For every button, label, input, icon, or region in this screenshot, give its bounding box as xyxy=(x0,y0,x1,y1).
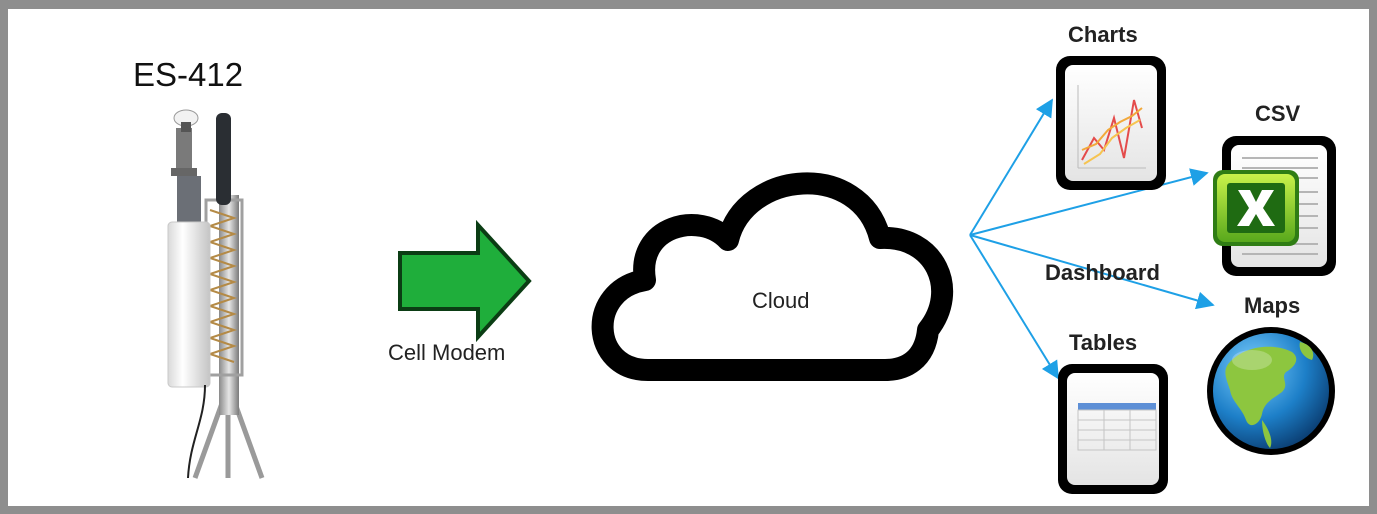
cell-modem-label: Cell Modem xyxy=(388,340,506,365)
maps-label: Maps xyxy=(1244,293,1301,318)
csv-label: CSV xyxy=(1255,101,1301,126)
connector-csv xyxy=(969,168,1209,236)
chart-document-icon xyxy=(1056,56,1166,190)
dashboard-label: Dashboard xyxy=(1045,260,1160,285)
output-connectors xyxy=(969,98,1215,380)
right-arrow-icon xyxy=(398,219,532,343)
table-document-icon xyxy=(1058,364,1168,494)
connector-tables xyxy=(969,234,1059,380)
globe-icon xyxy=(1207,327,1335,455)
excel-csv-icon xyxy=(1213,136,1336,276)
cloud-icon xyxy=(591,172,954,381)
cloud-label: Cloud xyxy=(752,288,810,313)
weather-station-icon xyxy=(167,109,265,479)
device-title: ES-412 xyxy=(133,56,244,93)
charts-label: Charts xyxy=(1068,22,1138,47)
connector-charts xyxy=(969,98,1053,236)
connector-maps xyxy=(969,234,1215,310)
tables-label: Tables xyxy=(1069,330,1138,355)
